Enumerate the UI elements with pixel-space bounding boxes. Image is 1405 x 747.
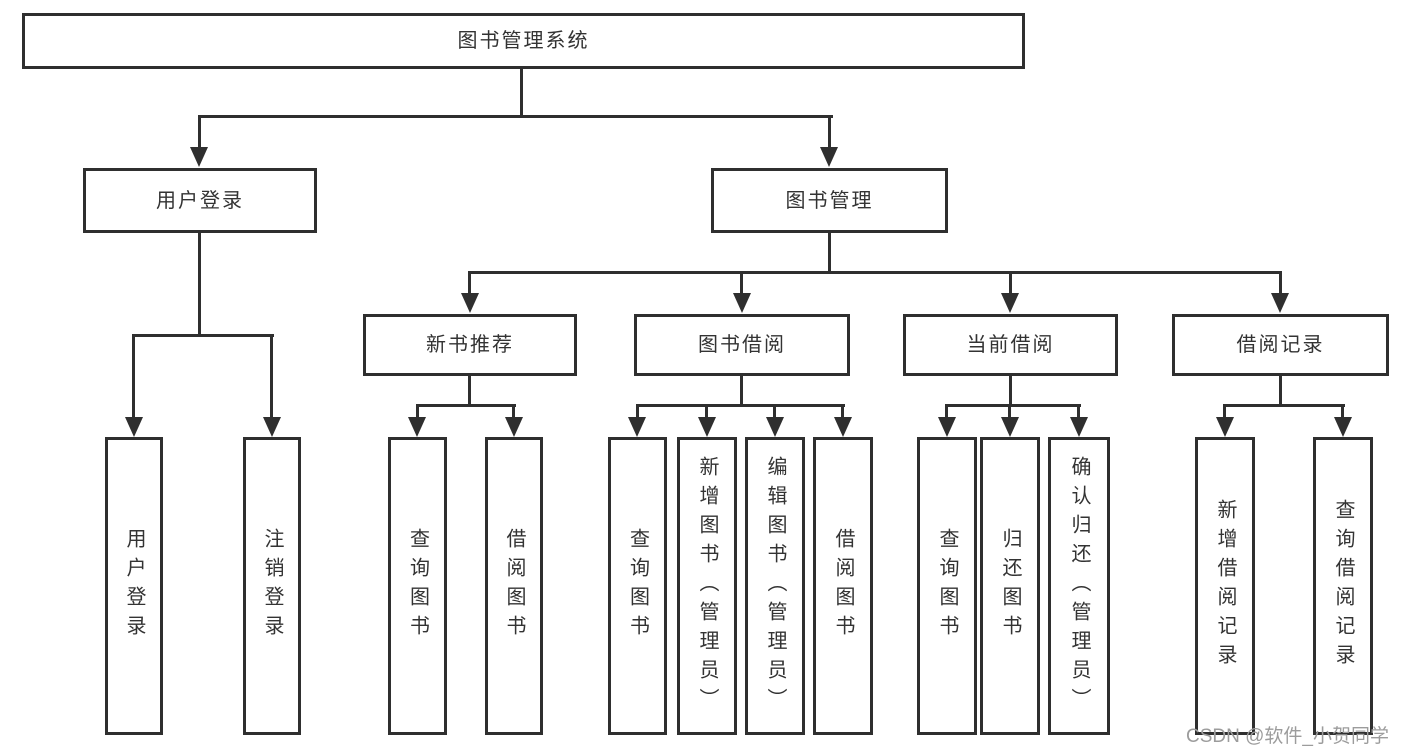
arrowhead-icon: [628, 417, 646, 437]
arrowhead-icon: [1271, 293, 1289, 313]
arrowhead-icon: [505, 417, 523, 437]
node-borrow-record: 借阅记录: [1172, 314, 1389, 376]
node-new-book-recommend: 新书推荐: [363, 314, 577, 376]
node-book-management: 图书管理: [711, 168, 948, 233]
arrowhead-icon: [190, 147, 208, 167]
connector-line: [1077, 404, 1080, 419]
connector-line: [636, 404, 845, 407]
connector-line: [773, 404, 776, 419]
node-current-borrow: 当前借阅: [903, 314, 1118, 376]
leaf-logout: 注销登录: [243, 437, 301, 735]
leaf-borrow-book-recommend: 借阅图书: [485, 437, 543, 735]
node-book-borrow: 图书借阅: [634, 314, 850, 376]
csdn-watermark: CSDN @软件_小贺同学: [1186, 726, 1389, 747]
connector-line: [1279, 271, 1282, 295]
arrowhead-icon: [834, 417, 852, 437]
connector-line: [828, 115, 831, 150]
leaf-borrow-book: 借阅图书: [813, 437, 873, 735]
arrowhead-icon: [1001, 417, 1019, 437]
connector-line: [416, 404, 516, 407]
connector-line: [468, 271, 471, 295]
connector-line: [416, 404, 419, 419]
leaf-add-book-admin: 新增图书（管理员）: [677, 437, 737, 735]
connector-line: [945, 404, 948, 419]
connector-line: [945, 404, 1081, 407]
leaf-add-borrow-record: 新增借阅记录: [1195, 437, 1255, 735]
arrowhead-icon: [938, 417, 956, 437]
arrowhead-icon: [1070, 417, 1088, 437]
arrowhead-icon: [125, 417, 143, 437]
arrowhead-icon: [820, 147, 838, 167]
arrowhead-icon: [1001, 293, 1019, 313]
connector-line: [1223, 404, 1226, 419]
arrowhead-icon: [733, 293, 751, 313]
node-root-system: 图书管理系统: [22, 13, 1025, 69]
connector-line: [1008, 404, 1011, 419]
connector-line: [132, 334, 135, 418]
connector-line: [740, 376, 743, 407]
connector-line: [198, 115, 833, 118]
leaf-confirm-return-admin: 确认归还（管理员）: [1048, 437, 1110, 735]
leaf-edit-book-admin: 编辑图书（管理员）: [745, 437, 805, 735]
connector-line: [468, 376, 471, 407]
leaf-return-book: 归还图书: [980, 437, 1040, 735]
connector-line: [1009, 271, 1012, 295]
arrowhead-icon: [698, 417, 716, 437]
leaf-user-login: 用户登录: [105, 437, 163, 735]
leaf-query-borrow-record: 查询借阅记录: [1313, 437, 1373, 735]
leaf-query-book-current: 查询图书: [917, 437, 977, 735]
connector-line: [132, 334, 274, 337]
arrowhead-icon: [766, 417, 784, 437]
connector-line: [198, 232, 201, 337]
connector-line: [636, 404, 639, 419]
connector-line: [512, 404, 515, 419]
connector-line: [469, 271, 1282, 274]
arrowhead-icon: [263, 417, 281, 437]
arrowhead-icon: [1216, 417, 1234, 437]
connector-line: [828, 233, 831, 274]
connector-line: [1279, 376, 1282, 407]
arrowhead-icon: [1334, 417, 1352, 437]
connector-line: [841, 404, 844, 419]
connector-line: [270, 334, 273, 418]
node-user-login: 用户登录: [83, 168, 317, 233]
connector-line: [198, 115, 201, 150]
connector-line: [520, 68, 523, 118]
connector-line: [1009, 376, 1012, 407]
arrowhead-icon: [461, 293, 479, 313]
connector-line: [740, 271, 743, 295]
connector-line: [1341, 404, 1344, 419]
arrowhead-icon: [408, 417, 426, 437]
leaf-query-book-borrow: 查询图书: [608, 437, 667, 735]
leaf-query-book-recommend: 查询图书: [388, 437, 447, 735]
connector-line: [1223, 404, 1345, 407]
connector-line: [705, 404, 708, 419]
